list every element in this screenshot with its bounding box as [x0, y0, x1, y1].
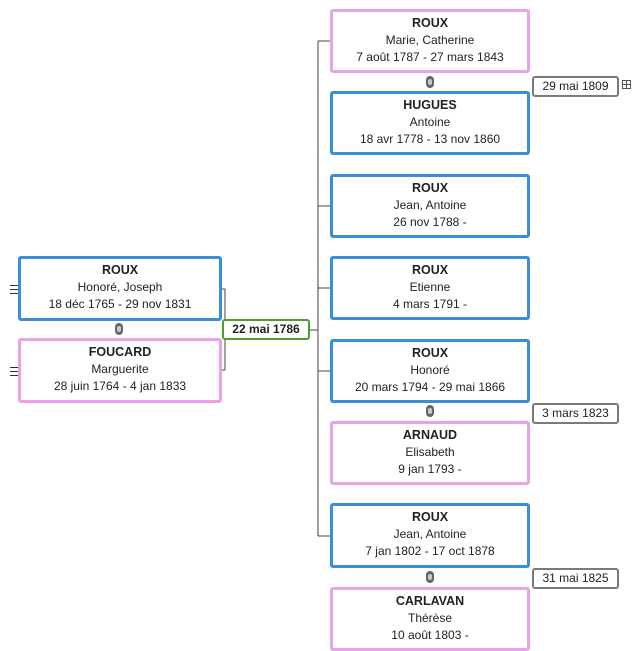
child-marriage-date[interactable]: 29 mai 1809	[532, 76, 619, 97]
person-mother[interactable]: FOUCARD Marguerite 28 juin 1764 - 4 jan …	[18, 338, 222, 403]
person-given-names: Antoine	[409, 115, 451, 129]
person-child[interactable]: ROUX Jean, Antoine 26 nov 1788 -	[330, 174, 530, 238]
person-given-names: Marguerite	[91, 362, 149, 376]
person-surname: ROUX	[101, 263, 139, 277]
person-given-names: Thérèse	[407, 611, 453, 625]
person-spouse[interactable]: HUGUES Antoine 18 avr 1778 - 13 nov 1860	[330, 91, 530, 155]
spouse-link-icon[interactable]	[426, 76, 434, 88]
person-surname: ROUX	[411, 16, 449, 30]
person-child[interactable]: ROUX Etienne 4 mars 1791 -	[330, 256, 530, 320]
person-surname: ROUX	[411, 263, 449, 277]
child-marriage-date[interactable]: 31 mai 1825	[532, 568, 619, 589]
parents-marriage-date[interactable]: 22 mai 1786	[222, 319, 310, 340]
person-surname: HUGUES	[403, 98, 457, 112]
person-dates: 26 nov 1788 -	[393, 215, 467, 229]
spouse-link-icon[interactable]	[426, 571, 434, 583]
person-dates: 7 jan 1802 - 17 oct 1878	[365, 544, 495, 558]
person-surname: ROUX	[411, 181, 449, 195]
person-dates: 10 août 1803 -	[391, 628, 469, 642]
person-given-names: Marie, Catherine	[385, 33, 475, 47]
person-child[interactable]: ROUX Jean, Antoine 7 jan 1802 - 17 oct 1…	[330, 503, 530, 568]
person-dates: 20 mars 1794 - 29 mai 1866	[354, 380, 506, 394]
person-dates: 7 août 1787 - 27 mars 1843	[356, 50, 504, 64]
person-dates: 4 mars 1791 -	[392, 297, 468, 311]
person-surname: CARLAVAN	[395, 594, 465, 608]
person-surname: FOUCARD	[88, 345, 152, 359]
person-given-names: Etienne	[409, 280, 451, 294]
person-dates: 18 avr 1778 - 13 nov 1860	[359, 132, 501, 146]
person-given-names: Jean, Antoine	[393, 198, 467, 212]
expand-icon[interactable]	[622, 80, 631, 89]
person-dates: 9 jan 1793 -	[398, 462, 462, 476]
person-given-names: Elisabeth	[405, 445, 455, 459]
child-marriage-date[interactable]: 3 mars 1823	[532, 403, 619, 424]
person-surname: ROUX	[411, 346, 449, 360]
spouse-link-icon[interactable]	[426, 405, 434, 417]
person-given-names: Honoré	[410, 363, 450, 377]
person-child[interactable]: ROUX Honoré 20 mars 1794 - 29 mai 1866	[330, 339, 530, 403]
person-dates: 18 déc 1765 - 29 nov 1831	[48, 297, 192, 311]
person-dates: 28 juin 1764 - 4 jan 1833	[53, 379, 187, 393]
person-surname: ARNAUD	[402, 428, 458, 442]
person-given-names: Honoré, Joseph	[77, 280, 163, 294]
father-menu-icon[interactable]	[10, 285, 18, 294]
person-spouse[interactable]: ARNAUD Elisabeth 9 jan 1793 -	[330, 421, 530, 485]
person-surname: ROUX	[411, 510, 449, 524]
person-child[interactable]: ROUX Marie, Catherine 7 août 1787 - 27 m…	[330, 9, 530, 73]
person-spouse[interactable]: CARLAVAN Thérèse 10 août 1803 -	[330, 587, 530, 651]
person-given-names: Jean, Antoine	[393, 527, 467, 541]
person-father[interactable]: ROUX Honoré, Joseph 18 déc 1765 - 29 nov…	[18, 256, 222, 321]
mother-menu-icon[interactable]	[10, 367, 18, 376]
spouse-link-icon[interactable]	[115, 323, 123, 335]
